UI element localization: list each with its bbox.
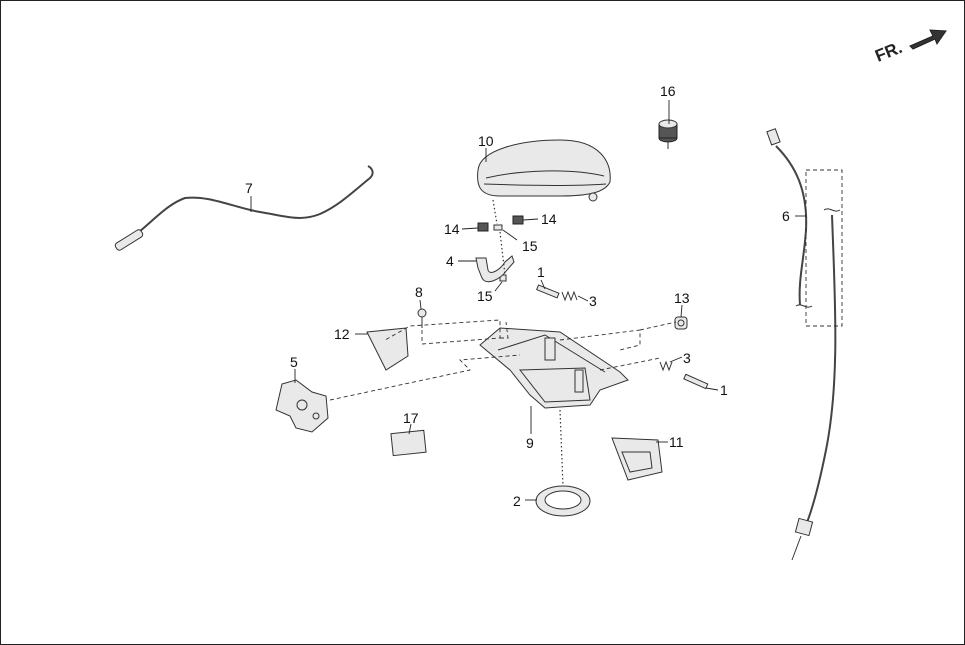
callout-17: 17 xyxy=(403,410,419,426)
part-4-hinge-bracket xyxy=(475,255,515,283)
callout-14-right: 14 xyxy=(541,211,557,227)
part-10-seat xyxy=(477,139,611,202)
part-14-clip-left xyxy=(477,222,489,232)
part-15-screw-upper xyxy=(493,224,503,231)
part-12-cover-plate xyxy=(366,327,409,371)
callout-labels: 7 10 16 6 14 14 15 15 4 1 3 8 12 13 3 1 … xyxy=(245,83,790,509)
callout-2: 2 xyxy=(513,493,521,509)
part-14-clip-right xyxy=(512,215,524,225)
part-11-trim-cover xyxy=(611,437,663,481)
callout-3-lower: 3 xyxy=(683,350,691,366)
part-9-storage-tray xyxy=(479,327,629,409)
callout-16: 16 xyxy=(660,83,676,99)
part-6-cable xyxy=(766,128,843,561)
front-arrow-icon xyxy=(909,29,947,50)
part-3-spring-upper xyxy=(561,290,578,302)
callout-9: 9 xyxy=(526,435,534,451)
callout-1-upper: 1 xyxy=(537,264,545,280)
callout-4: 4 xyxy=(446,253,454,269)
part-2-seal-ring xyxy=(535,485,591,517)
part-17-label xyxy=(390,429,427,457)
callout-15-upper: 15 xyxy=(522,238,538,254)
callout-8: 8 xyxy=(415,284,423,300)
part-1-pin-upper xyxy=(536,284,560,299)
front-direction-label: FR. xyxy=(872,38,905,66)
part-13-grommet xyxy=(674,316,688,330)
callout-15-lower: 15 xyxy=(477,288,493,304)
front-direction-indicator: FR. xyxy=(872,29,947,66)
part-1-pin-lower xyxy=(683,373,709,390)
callout-13: 13 xyxy=(674,290,690,306)
part-5-latch xyxy=(275,379,329,433)
part-3-spring-lower xyxy=(659,360,673,372)
leader-lines xyxy=(250,100,806,501)
callout-11: 11 xyxy=(669,434,684,450)
callout-14-left: 14 xyxy=(444,221,460,237)
callout-12: 12 xyxy=(334,326,350,342)
callout-1-lower: 1 xyxy=(720,382,728,398)
assembly-lines xyxy=(329,199,677,487)
callout-7: 7 xyxy=(245,180,253,196)
callout-5: 5 xyxy=(290,354,298,370)
part-16-bumper xyxy=(658,119,678,149)
callout-10: 10 xyxy=(478,133,494,149)
callout-6: 6 xyxy=(782,208,790,224)
part-8-pin xyxy=(417,308,427,328)
part-7-cable xyxy=(114,165,374,251)
callout-3-upper: 3 xyxy=(589,293,597,309)
